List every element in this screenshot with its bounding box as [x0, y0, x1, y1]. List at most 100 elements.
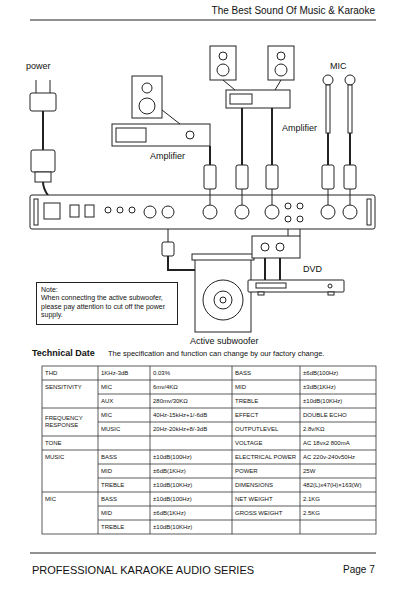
- subwoofer: [192, 254, 254, 260]
- subwoofer: [203, 280, 243, 320]
- main-unit: [285, 203, 291, 209]
- table-cell: MIC: [45, 492, 96, 506]
- main-unit: [235, 205, 249, 219]
- microphone: [344, 165, 356, 189]
- main-unit: [129, 207, 135, 213]
- microphone: [328, 133, 350, 165]
- spec-table: [98, 394, 376, 395]
- xlr-cable: [242, 189, 243, 205]
- right-amplifier: [275, 80, 281, 90]
- main-unit: [30, 195, 375, 229]
- dvd-player: [252, 236, 300, 258]
- device-label: Amplifier: [150, 152, 185, 162]
- device-label: MIC: [330, 62, 347, 72]
- table-cell: 20Hz-20kHz+8/-3dB: [153, 422, 230, 436]
- left-amplifier: [139, 98, 155, 114]
- left-amplifier: [186, 131, 194, 139]
- main-unit: [162, 206, 174, 218]
- dvd-player: [258, 292, 264, 295]
- main-unit: [85, 205, 94, 217]
- subwoofer: [214, 291, 232, 309]
- main-unit: [117, 207, 123, 213]
- table-cell: 6mv/4KΩ: [153, 380, 230, 394]
- microphone: [350, 189, 351, 205]
- table-cell: EFFECT: [235, 408, 298, 422]
- right-amplifier: [223, 80, 235, 90]
- left-amplifier: [112, 76, 210, 146]
- power-plug: [31, 150, 55, 172]
- power-plug: [36, 80, 37, 93]
- power-plug: [50, 80, 51, 93]
- spec-table: [42, 366, 376, 534]
- table-cell: ±10dB(10KHz): [153, 478, 230, 492]
- table-cell: MID: [235, 380, 298, 394]
- dvd-player: [276, 243, 284, 251]
- spec-table: [98, 422, 376, 423]
- table-cell: 25W: [303, 464, 374, 478]
- main-unit: [44, 203, 60, 219]
- main-unit: [297, 216, 303, 222]
- table-cell: MID: [101, 464, 148, 478]
- table-cell: AUX: [101, 394, 148, 408]
- table-cell: POWER: [235, 464, 298, 478]
- spec-table: [42, 436, 376, 437]
- table-cell: THD: [45, 366, 96, 380]
- right-amplifier: [277, 52, 285, 60]
- page-rule: [30, 553, 376, 554]
- right-amplifier: [210, 46, 236, 80]
- table-cell: MUSIC: [101, 422, 148, 436]
- subwoofer: [168, 229, 169, 242]
- main-unit: [321, 205, 335, 219]
- power-plug: [35, 172, 51, 182]
- power-plug: [42, 111, 44, 150]
- left-amplifier: [116, 128, 146, 142]
- right-amplifier: [268, 46, 294, 80]
- right-amplifier: [230, 94, 252, 104]
- page-number: Page 7: [343, 564, 375, 575]
- right-amplifier: [275, 64, 287, 76]
- table-cell: GROSS WEIGHT: [235, 506, 298, 520]
- power-plug: [30, 93, 56, 111]
- microphone: [322, 165, 334, 189]
- dvd-player: [261, 243, 269, 251]
- table-cell: 1KHz-3dB: [101, 366, 148, 380]
- subwoofer: [220, 297, 226, 303]
- table-cell: 2.5KG: [303, 506, 374, 520]
- table-cell: 2.1KG: [303, 492, 374, 506]
- device-label: Active subwoofer: [190, 337, 259, 347]
- table-cell: MID: [101, 506, 148, 520]
- table-cell: TREBLE: [101, 520, 148, 534]
- table-cell: ±6dB(1KHz): [153, 506, 230, 520]
- table-cell: MIC: [101, 380, 148, 394]
- table-cell: ELECTRICAL POWER: [235, 450, 298, 464]
- table-cell: DIMENSIONS: [235, 478, 298, 492]
- table-cell: 280mv/30KΩ: [153, 394, 230, 408]
- main-unit: [70, 205, 79, 217]
- dvd-player: [248, 229, 344, 295]
- table-cell: 40Hz-15kHz+1/-6dB: [153, 408, 230, 422]
- main-unit: [203, 205, 217, 219]
- table-cell: ±10dB(100Hz): [153, 450, 230, 464]
- table-cell: AC 220v-240v50Hz: [303, 450, 374, 464]
- microphone: [348, 85, 352, 133]
- microphone: [323, 75, 333, 85]
- table-cell: BASS: [235, 366, 298, 380]
- table-cell: VOLTAGE: [235, 436, 298, 450]
- table-cell: ±6dB(100Hz): [303, 366, 374, 380]
- main-unit: [144, 206, 156, 218]
- dvd-player: [265, 258, 280, 280]
- main-unit: [367, 199, 371, 225]
- xlr-cable: [209, 146, 211, 165]
- dvd-player: [288, 229, 300, 236]
- spec-table: [98, 520, 376, 521]
- table-cell: BASS: [101, 492, 148, 506]
- note-text: When connecting the active subwoofer, pl…: [41, 294, 173, 319]
- table-cell: ±10dB(100Hz): [153, 492, 230, 506]
- xlr-cable: [241, 108, 243, 165]
- table-cell: OUTPUTLEVEL: [235, 422, 298, 436]
- footer-text: PROFESSIONAL KARAOKE AUDIO SERIES: [32, 564, 254, 576]
- device-label: DVD: [303, 265, 322, 275]
- table-cell: ±3dB(1KHz): [303, 380, 374, 394]
- spec-table: [98, 478, 376, 479]
- main-unit: [343, 205, 357, 219]
